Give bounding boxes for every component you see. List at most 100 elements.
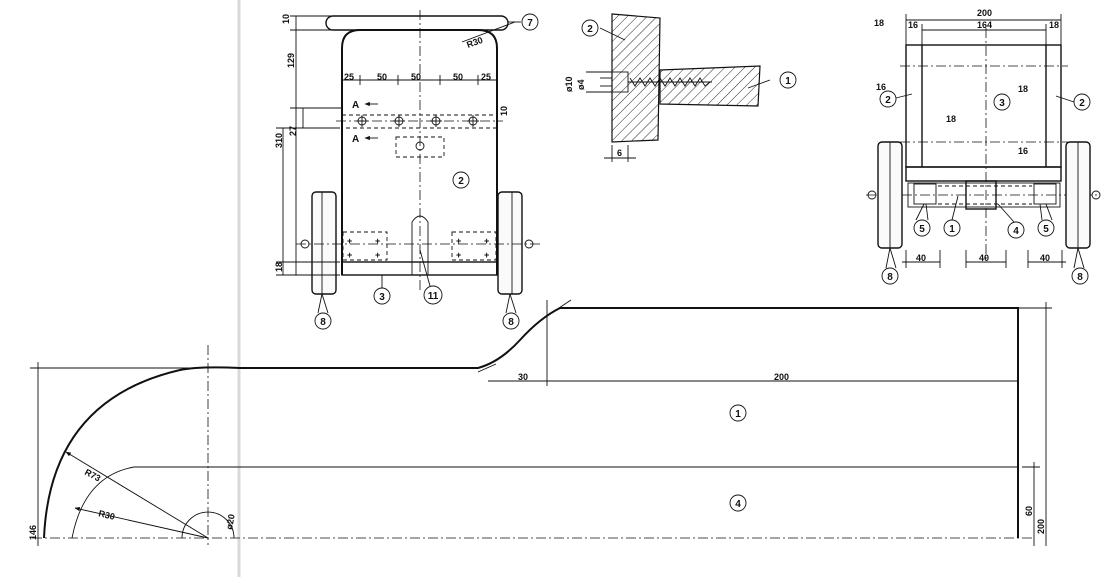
- dim-bottom: 18: [274, 262, 284, 272]
- svg-text:2: 2: [1079, 98, 1085, 109]
- dim-146: 146: [28, 525, 38, 540]
- part-callout-1-top: 1: [943, 219, 961, 237]
- part-callout-8-top-right: 8: [1071, 267, 1089, 285]
- spacing-1: 25: [344, 72, 354, 82]
- part-callout-1-detail: 1: [779, 71, 797, 89]
- top-view: 200 164 16 18 18 16 18 18 16 40 40 40 2 …: [866, 8, 1101, 285]
- dim-200-right: 200: [1036, 519, 1046, 534]
- part-callout-4-profile: 4: [729, 494, 747, 512]
- svg-text:1: 1: [949, 224, 955, 235]
- board-section: [611, 13, 661, 143]
- dim-radius-30: R30: [98, 508, 116, 522]
- dim-radius: R30: [465, 35, 484, 50]
- svg-text:8: 8: [508, 317, 514, 328]
- dim-depth-6: 6: [617, 148, 622, 158]
- dim-60: 60: [1024, 506, 1034, 516]
- part-callout-8-top-left: 8: [881, 267, 899, 285]
- part-callout-5-right: 5: [1037, 219, 1055, 237]
- svg-text:+: +: [375, 236, 380, 246]
- right-wheel: [497, 191, 523, 295]
- part-callout-2-top-left: 2: [879, 90, 897, 108]
- section-mark-2: A: [352, 134, 359, 145]
- dim-right-18: 18: [1049, 20, 1059, 30]
- part-callout-4-top: 4: [1007, 221, 1025, 239]
- svg-text:8: 8: [887, 272, 893, 283]
- spacing-3: 50: [411, 72, 421, 82]
- front-board: [341, 29, 498, 275]
- dim-bottom-40c: 40: [1040, 253, 1050, 263]
- dim-left-16: 16: [908, 20, 918, 30]
- dim-hole-20: ø20: [224, 513, 237, 530]
- dim-30: 30: [518, 372, 528, 382]
- svg-text:4: 4: [1013, 226, 1019, 237]
- dim-inner-16: 16: [1018, 146, 1028, 156]
- svg-text:1: 1: [735, 409, 741, 420]
- svg-text:11: 11: [428, 291, 439, 302]
- dim-inner-18a: 18: [946, 114, 956, 124]
- dim-handle-height: 129: [286, 53, 296, 68]
- svg-text:5: 5: [919, 224, 925, 235]
- part-callout-8-right: 8: [502, 312, 520, 330]
- dim-left-16b: 16: [876, 82, 886, 92]
- svg-text:+: +: [347, 236, 352, 246]
- dim-200-top: 200: [774, 372, 789, 382]
- dim-crossbar-height: 27: [288, 126, 298, 136]
- svg-text:2: 2: [885, 95, 891, 106]
- spacing-5: 25: [481, 72, 491, 82]
- dim-width-200: 200: [977, 8, 992, 18]
- dim-hole-10: ø10: [564, 76, 574, 92]
- svg-text:1: 1: [785, 76, 791, 87]
- svg-text:7: 7: [527, 18, 533, 29]
- screw-detail-view: ø10 ø4 6 2 1: [564, 13, 797, 162]
- svg-text:+: +: [456, 250, 461, 260]
- spacing-2: 50: [377, 72, 387, 82]
- part-callout-7: 7: [521, 13, 539, 31]
- svg-text:+: +: [484, 250, 489, 260]
- svg-text:+: +: [347, 250, 352, 260]
- part-callout-2-top-right: 2: [1073, 93, 1091, 111]
- part-callout-1-profile: 1: [729, 404, 747, 422]
- dim-handle-thickness: 10: [281, 14, 291, 24]
- part-callout-11: 11: [423, 285, 443, 305]
- part-callout-3: 3: [373, 287, 391, 305]
- svg-text:+: +: [456, 236, 461, 246]
- spacing-4: 50: [453, 72, 463, 82]
- svg-text:5: 5: [1043, 224, 1049, 235]
- top-frame: [905, 44, 1062, 168]
- profile-part-1: [43, 307, 1019, 539]
- part-callout-5-left: 5: [913, 219, 931, 237]
- dim-bottom-40a: 40: [916, 253, 926, 263]
- svg-text:3: 3: [999, 98, 1005, 109]
- dim-radius-73: R73: [83, 467, 102, 484]
- hidden-crossbar: [341, 114, 498, 129]
- dim-left-18: 18: [874, 18, 884, 28]
- handle-bar: [325, 15, 509, 31]
- dim-width-164: 164: [977, 20, 992, 30]
- part-callout-2: 2: [452, 171, 470, 189]
- svg-text:8: 8: [320, 317, 326, 328]
- svg-text:4: 4: [735, 499, 741, 510]
- dim-bottom-40b: 40: [979, 253, 989, 263]
- section-mark-1: A: [352, 100, 359, 111]
- left-wheel: [311, 191, 337, 295]
- profile-part-4: [71, 466, 1018, 539]
- svg-text:2: 2: [587, 24, 593, 35]
- part-callout-8-left: 8: [314, 312, 332, 330]
- rod-section: [659, 65, 761, 107]
- dim-hole-4: ø4: [576, 79, 586, 90]
- dim-inner-18b: 18: [1018, 84, 1028, 94]
- front-view: + + + + + + + +: [274, 10, 542, 330]
- profile-view: R73 R30 ø20 30 200 146 60 200 1 4: [28, 299, 1052, 546]
- svg-text:2: 2: [458, 176, 464, 187]
- svg-text:3: 3: [379, 292, 385, 303]
- crossbar-holes: [356, 115, 479, 127]
- axle-bar: [341, 261, 498, 276]
- part-callout-3-top: 3: [993, 93, 1011, 111]
- svg-text:+: +: [375, 250, 380, 260]
- dim-total-height: 310: [274, 133, 284, 148]
- slot: [411, 215, 429, 275]
- svg-text:+: +: [484, 236, 489, 246]
- dim-bar: 10: [499, 106, 509, 116]
- part-callout-2-detail: 2: [581, 19, 599, 37]
